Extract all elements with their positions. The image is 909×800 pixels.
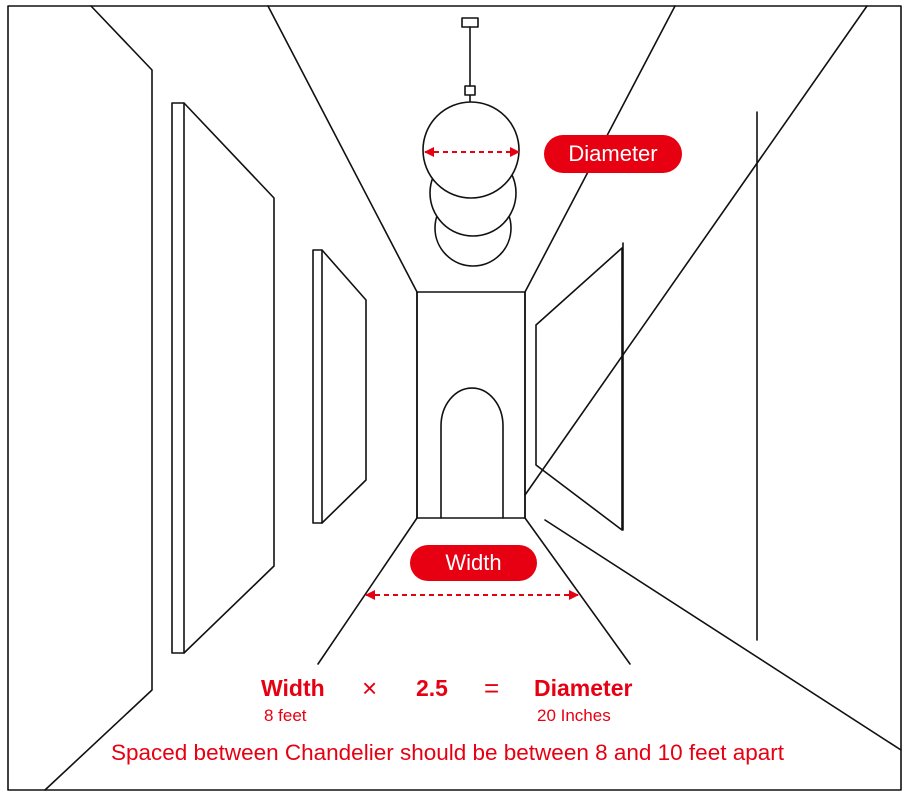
spacing-note: Spaced between Chandelier should be betw… [111, 740, 785, 765]
width-tag: Width [410, 545, 537, 581]
chandelier-cap [464, 85, 476, 96]
right-floor-line [524, 517, 631, 665]
diameter-tag: Diameter [544, 135, 682, 173]
formula-operator: × [362, 673, 378, 703]
ceiling-canopy [461, 17, 479, 28]
formula-factor: 2.5 [416, 675, 448, 701]
right-painting [535, 247, 623, 531]
right-wall-floor-diagonal [544, 519, 902, 751]
left-large-painting [171, 102, 275, 654]
formula-right-term: Diameter [534, 675, 633, 701]
formula-left-value: 8 feet [264, 706, 307, 725]
outer-frame [7, 5, 902, 791]
formula-right-value: 20 Inches [537, 706, 611, 725]
formula-left-term: Width [261, 675, 325, 701]
left-ceiling-line [267, 5, 418, 293]
chandelier-globe-front [422, 101, 520, 199]
left-floor-line [317, 517, 418, 665]
back-wall [416, 291, 526, 519]
left-near-wall-edge [44, 5, 153, 791]
back-doorway [440, 387, 504, 519]
left-small-painting [312, 249, 367, 524]
right-ceiling-line-b [524, 5, 868, 496]
formula-equals: = [484, 673, 500, 703]
